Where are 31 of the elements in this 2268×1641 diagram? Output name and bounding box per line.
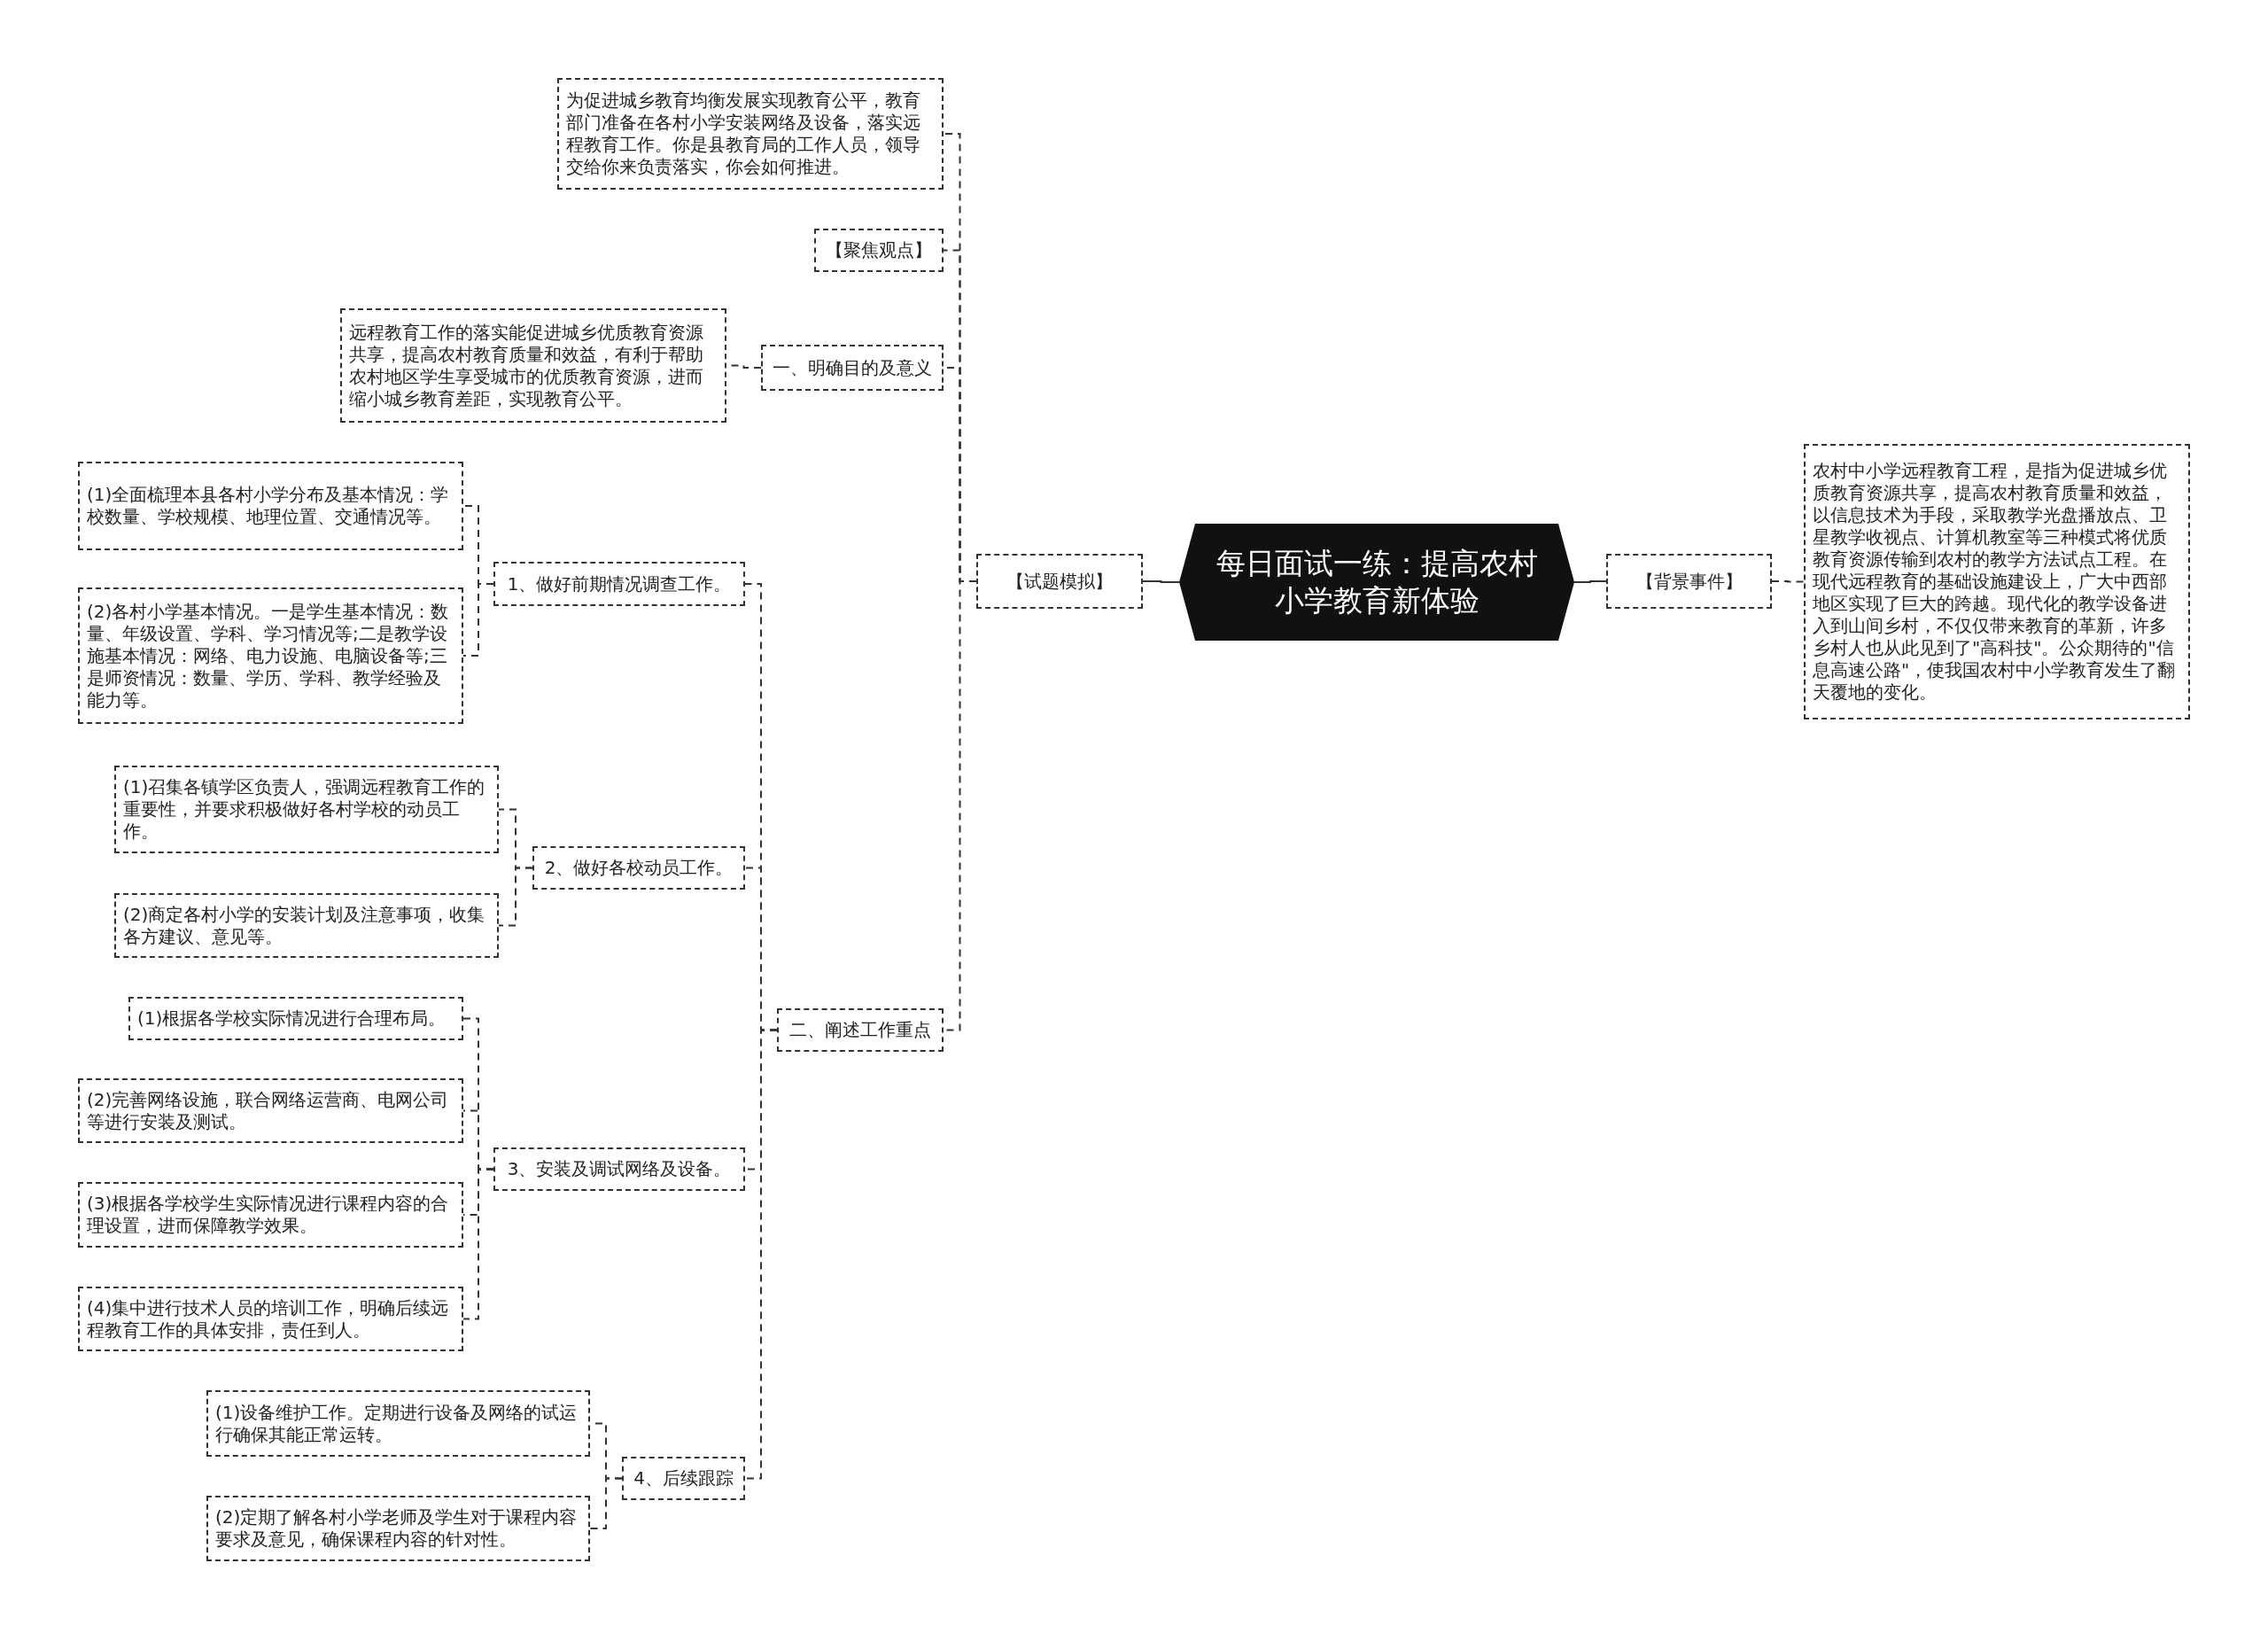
topic-box: 4、后续跟踪 xyxy=(622,1457,745,1500)
topic-box: 2、做好各校动员工作。 xyxy=(532,846,745,890)
connector-line xyxy=(589,1477,623,1529)
connector-line xyxy=(744,1029,778,1480)
text-box: (2)定期了解各村小学老师及学生对于课程内容要求及意见，确保课程内容的针对性。 xyxy=(206,1496,590,1561)
text-box: (1)根据各学校实际情况进行合理布局。 xyxy=(128,997,463,1040)
text-box: (4)集中进行技术人员的培训工作，明确后续远程教育工作的具体安排，责任到人。 xyxy=(78,1287,463,1351)
topic-box: 【背景事件】 xyxy=(1606,554,1772,609)
text-box: (1)全面梳理本县各村小学分布及基本情况：学校数量、学校规模、地理位置、交通情况等。 xyxy=(78,462,463,550)
topic-box: 3、安装及调试网络及设备。 xyxy=(493,1147,745,1191)
text-box: (1)召集各镇学区负责人，强调远程教育工作的重要性，并要求积极做好各村学校的动员工作。 xyxy=(114,766,499,853)
connector-line xyxy=(1771,580,1805,583)
text-box: 远程教育工作的落实能促进城乡优质教育资源共享，提高农村教育质量和效益，有利于帮助农村地区学生享受城市的优质教育资源，进而缩小城乡教育差距，实现教育公平。 xyxy=(340,308,726,423)
text-box: (3)根据各学校学生实际情况进行课程内容的合理设置，进而保障教学效果。 xyxy=(78,1182,463,1248)
text-box: (2)完善网络设施，联合网络运营商、电网公司等进行安装及测试。 xyxy=(78,1078,463,1143)
topic-box: 1、做好前期情况调查工作。 xyxy=(493,562,745,606)
connector-line xyxy=(462,583,494,657)
topic-box: 一、明确目的及意义 xyxy=(761,345,944,391)
text-box: (2)商定各村小学的安装计划及注意事项，收集各方建议、意见等。 xyxy=(114,893,499,958)
topic-box: 【聚焦观点】 xyxy=(814,229,944,272)
connector-line xyxy=(1573,580,1607,583)
connector-line xyxy=(498,867,533,927)
connector-line xyxy=(1142,580,1180,583)
text-box: 为促进城乡教育均衡发展实现教育公平，教育部门准备在各村小学安装网络及设备，落实远程教育工作。你是县教育局的工作人员，领导交给你来负责落实，你会如何推进。 xyxy=(557,78,944,190)
title-hexagon: 每日面试一练：提高农村小学教育新体验 xyxy=(1179,524,1574,641)
topic-box: 【试题模拟】 xyxy=(976,554,1143,609)
text-box: (2)各村小学基本情况。一是学生基本情况：数量、年级设置、学科、学习情况等;二是教学设施基本情况：网络、电力设施、电脑设备等;三是师资情况：数量、学历、学科、教学经验及能力等。 xyxy=(78,587,463,724)
connector-line xyxy=(462,1168,494,1320)
topic-box: 二、阐述工作重点 xyxy=(777,1008,944,1052)
text-box: (1)设备维护工作。定期进行设备及网络的试运行确保其能正常运转。 xyxy=(206,1390,590,1457)
text-box: 农村中小学远程教育工程，是指为促进城乡优质教育资源共享，提高农村教育质量和效益，以信息技术为手段，采取教学光盘播放点、卫星教学收视点、计算机教室等三种模式将优质教育资源传输到农村的教学方法试点工程。在现代远程教育的基础设施建设上，广大中西部地区实现了巨大的跨越。现代化的教学设备进入到山间乡村，不仅仅带来教育的革新，许多乡村人也从此见到了"高科技"。公众期待的"信息高速公路"，使我国农村中小学教育发生了翻天覆地的变化。 xyxy=(1804,444,2190,719)
